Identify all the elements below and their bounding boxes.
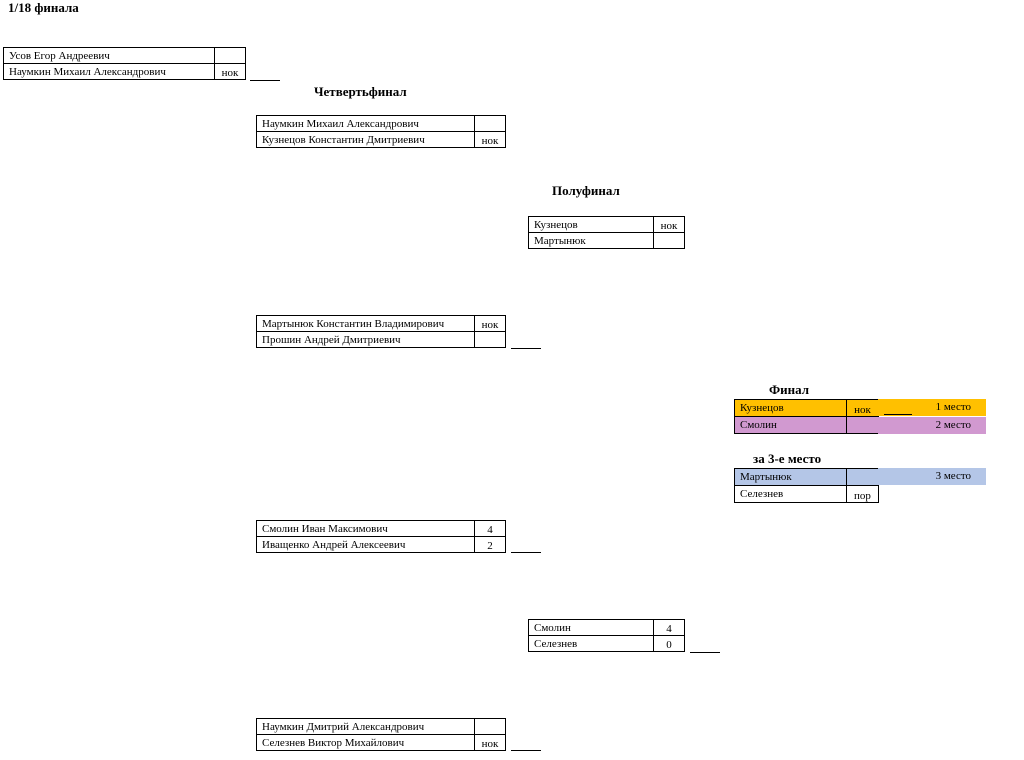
player-score: нок bbox=[474, 734, 506, 751]
player-name: Селезнев Виктор Михайлович bbox=[256, 734, 475, 751]
bracket-line bbox=[511, 552, 541, 553]
player-name: Смолин bbox=[734, 416, 847, 434]
player-name: Наумкин Михаил Александрович bbox=[3, 63, 215, 80]
place-first: 1 место bbox=[878, 399, 986, 416]
player-name: Мартынюк Константин Владимирович bbox=[256, 315, 475, 332]
player-score bbox=[846, 416, 879, 434]
bracket-line bbox=[511, 348, 541, 349]
player-score: нок bbox=[846, 399, 879, 417]
title-semifinal: Полуфинал bbox=[552, 183, 620, 198]
match-qf-4: Наумкин Дмитрий Александрович Селезнев В… bbox=[256, 718, 506, 751]
player-name: Кузнецов bbox=[528, 216, 654, 233]
player-name: Селезнев bbox=[734, 485, 847, 503]
player-score bbox=[214, 47, 246, 64]
match-third-place: Мартынюк Селезнев пор bbox=[734, 468, 879, 503]
player-score: нок bbox=[474, 315, 506, 332]
place-second: 2 место bbox=[878, 417, 986, 434]
player-name: Наумкин Михаил Александрович bbox=[256, 115, 475, 132]
match-final: Кузнецов нок Смолин bbox=[734, 399, 879, 434]
place-second-label: 2 место bbox=[935, 419, 971, 431]
player-score: 0 bbox=[653, 635, 685, 652]
match-sf-1: Кузнецов нок Мартынюк bbox=[528, 216, 685, 249]
player-score: 2 bbox=[474, 536, 506, 553]
player-score bbox=[653, 232, 685, 249]
player-name: Мартынюк bbox=[528, 232, 654, 249]
title-quarterfinal: Четвертьфинал bbox=[314, 84, 407, 99]
title-third-place: за 3-е место bbox=[753, 451, 822, 466]
player-score: пор bbox=[846, 485, 879, 503]
player-score bbox=[474, 115, 506, 132]
player-name: Кузнецов bbox=[734, 399, 847, 417]
player-name: Смолин bbox=[528, 619, 654, 636]
player-name: Прошин Андрей Дмитриевич bbox=[256, 331, 475, 348]
player-score: 4 bbox=[474, 520, 506, 537]
player-score: 4 bbox=[653, 619, 685, 636]
bracket-line bbox=[690, 652, 720, 653]
match-r18-1: Усов Егор Андреевич Наумкин Михаил Алекс… bbox=[3, 47, 246, 80]
match-qf-2: Мартынюк Константин Владимирович нок Про… bbox=[256, 315, 506, 348]
title-final: Финал bbox=[769, 382, 810, 397]
player-name: Усов Егор Андреевич bbox=[3, 47, 215, 64]
title-round-of-18: 1/18 финала bbox=[8, 0, 79, 15]
player-name: Селезнев bbox=[528, 635, 654, 652]
player-name: Иващенко Андрей Алексеевич bbox=[256, 536, 475, 553]
match-qf-3: Смолин Иван Максимович 4 Иващенко Андрей… bbox=[256, 520, 506, 553]
bracket-line bbox=[250, 80, 280, 81]
player-score: нок bbox=[653, 216, 685, 233]
player-name: Кузнецов Константин Дмитриевич bbox=[256, 131, 475, 148]
player-score: нок bbox=[474, 131, 506, 148]
player-score bbox=[474, 331, 506, 348]
match-sf-2: Смолин 4 Селезнев 0 bbox=[528, 619, 685, 652]
place-first-label: 1 место bbox=[935, 401, 971, 413]
place-third: 3 место bbox=[878, 468, 986, 485]
player-score bbox=[474, 718, 506, 735]
player-score: нок bbox=[214, 63, 246, 80]
player-name: Смолин Иван Максимович bbox=[256, 520, 475, 537]
player-name: Наумкин Дмитрий Александрович bbox=[256, 718, 475, 735]
bracket-line bbox=[884, 414, 912, 415]
bracket-line bbox=[511, 750, 541, 751]
player-name: Мартынюк bbox=[734, 468, 847, 486]
player-score bbox=[846, 468, 879, 486]
place-third-label: 3 место bbox=[935, 470, 971, 482]
match-qf-1: Наумкин Михаил Александрович Кузнецов Ко… bbox=[256, 115, 506, 148]
